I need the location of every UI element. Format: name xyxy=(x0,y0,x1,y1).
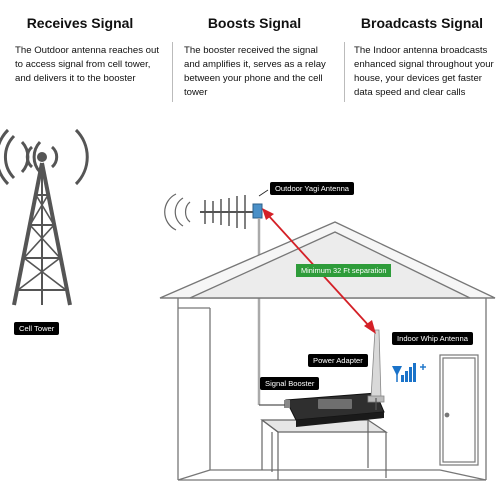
table-icon xyxy=(260,419,388,480)
label-leaders xyxy=(258,189,269,197)
receives-signal-title: Receives Signal xyxy=(26,15,134,31)
broadcasts-signal-title: Broadcasts Signal xyxy=(360,15,484,31)
door-icon xyxy=(439,354,479,466)
separation-label: Minimum 32 Ft separation xyxy=(296,264,392,277)
broadcasts-signal-text: The Indoor antenna broadcasts enhanced s… xyxy=(354,45,494,98)
outdoor-yagi-antenna-label: Outdoor Yagi Antenna xyxy=(270,182,355,195)
house-outline xyxy=(159,221,496,481)
signal-booster-label: Signal Booster xyxy=(260,377,320,390)
yagi-signal-waves-icon xyxy=(164,193,191,231)
cell-tower-icon xyxy=(0,128,89,306)
column-divider xyxy=(344,42,345,102)
cell-tower-label: Cell Tower xyxy=(14,322,60,335)
signal-bars-icon xyxy=(392,363,426,382)
signal-booster-device-icon xyxy=(284,392,385,427)
receives-signal-text: The Outdoor antenna reaches out to acces… xyxy=(15,45,160,84)
boosts-signal-title: Boosts Signal xyxy=(207,15,302,31)
column-divider xyxy=(172,42,173,102)
power-adapter-label: Power Adapter xyxy=(308,354,368,367)
outdoor-yagi-antenna-icon xyxy=(200,195,263,405)
indoor-whip-antenna-label: Indoor Whip Antenna xyxy=(392,332,473,345)
boosts-signal-text: The booster received the signal and ampl… xyxy=(184,45,326,98)
antenna-cable xyxy=(259,398,377,410)
indoor-whip-antenna-icon xyxy=(367,329,385,403)
